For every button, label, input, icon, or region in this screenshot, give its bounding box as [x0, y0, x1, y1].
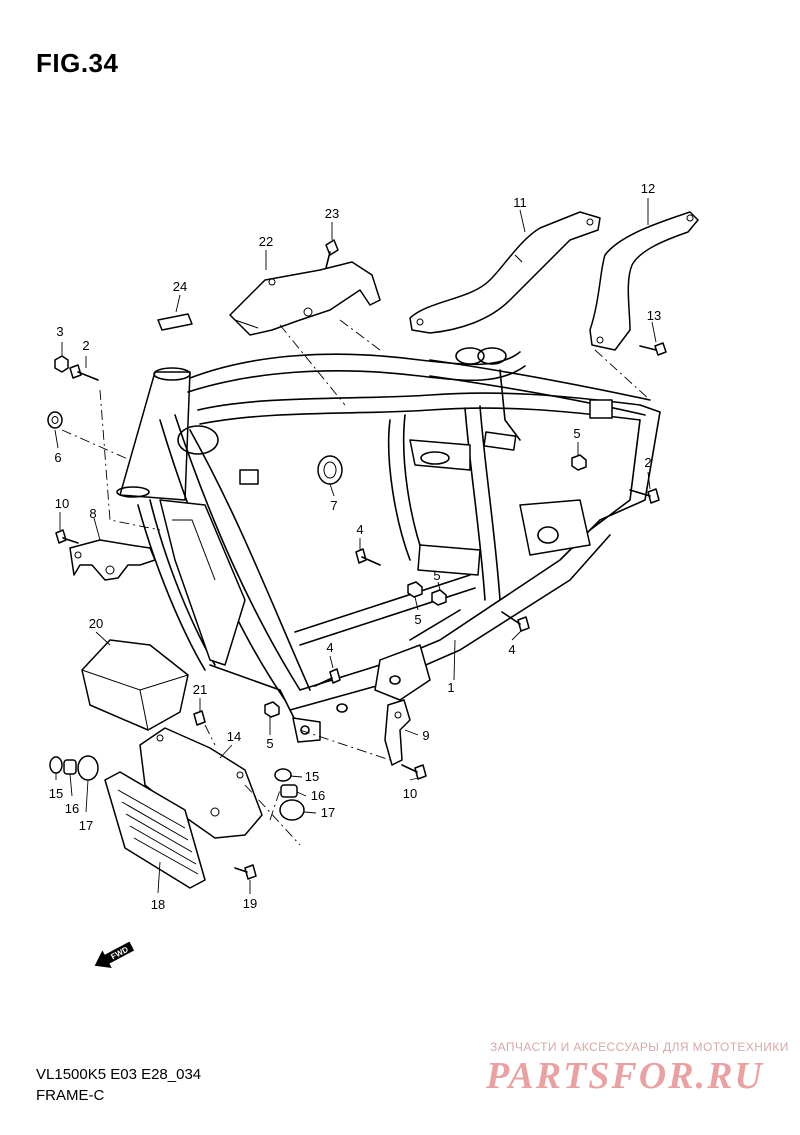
bolt-10-upper	[55, 529, 79, 544]
bracket-9	[384, 699, 411, 766]
callout-20: 20	[89, 616, 103, 631]
callout-9: 9	[422, 728, 429, 743]
bolt-4-right	[501, 611, 530, 632]
model-code: VL1500K5 E03 E28_034	[36, 1066, 202, 1083]
bolt-2-left	[69, 364, 99, 381]
callout-15-right: 15	[305, 769, 319, 784]
callout-1: 1	[447, 680, 454, 695]
bracket-8	[69, 539, 156, 581]
callout-21: 21	[193, 682, 207, 697]
nut-5-left	[407, 581, 423, 598]
callout-7: 7	[330, 498, 337, 513]
callout-22: 22	[259, 234, 273, 249]
bolt-4-center	[355, 548, 381, 566]
callout-11: 11	[513, 195, 527, 210]
callout-5: 5	[573, 426, 580, 441]
section-name: FRAME-C	[36, 1087, 105, 1104]
callout-13: 13	[647, 308, 661, 323]
leader-lines	[54, 198, 657, 894]
callout-5-mid: 5	[433, 568, 440, 583]
mount-set-left	[49, 755, 99, 781]
callout-2: 2	[82, 338, 89, 353]
figure-title: FIG.34	[36, 48, 119, 78]
bolt-10-lower	[401, 764, 427, 780]
callout-10: 10	[55, 496, 69, 511]
callout-23: 23	[325, 206, 339, 221]
main-frame	[116, 347, 661, 743]
bolt-13	[639, 342, 667, 356]
callout-3: 3	[56, 324, 63, 339]
callout-5-lower: 5	[266, 736, 273, 751]
mount-set-right	[274, 768, 305, 821]
washer-6	[47, 411, 63, 429]
bolt-4-lower	[314, 668, 341, 687]
bolt-2-right	[629, 488, 660, 504]
fwd-arrow-icon: FWD	[94, 941, 135, 969]
grommet-7	[317, 455, 343, 485]
callout-16: 16	[65, 801, 79, 816]
callout-8: 8	[89, 506, 96, 521]
callout-24: 24	[173, 279, 187, 294]
callout-12: 12	[641, 181, 655, 196]
callout-4-right: 4	[508, 642, 515, 657]
callout-17-right: 17	[321, 805, 335, 820]
callout-14: 14	[227, 729, 241, 744]
callout-17: 17	[79, 818, 93, 833]
fender-brace-11	[409, 211, 601, 334]
bolt-19	[234, 864, 257, 880]
pad-24	[157, 313, 193, 331]
bracket-22	[229, 261, 381, 336]
watermark-logo: PARTSFOR.RU	[486, 1055, 764, 1097]
callout-4: 4	[356, 522, 363, 537]
callout-6: 6	[54, 450, 61, 465]
box-20	[81, 639, 189, 731]
callout-15: 15	[49, 786, 63, 801]
callout-18: 18	[151, 897, 165, 912]
nut-5-lower	[264, 701, 280, 718]
callout-4-lower: 4	[326, 640, 333, 655]
fender-brace-12	[589, 211, 699, 351]
callout-19: 19	[243, 896, 257, 911]
bolt-23	[325, 239, 339, 269]
callout-5-left: 5	[414, 612, 421, 627]
callout-10-lower: 10	[403, 786, 417, 801]
bolt-21	[193, 710, 206, 726]
nut-5-right	[571, 454, 587, 471]
watermark-tagline: ЗАПЧАСТИ И АКСЕССУАРЫ ДЛЯ МОТОТЕХНИКИ	[490, 1040, 789, 1054]
callout-16-right: 16	[311, 788, 325, 803]
grille-18	[104, 771, 206, 889]
callout-2-right: 2	[644, 455, 651, 470]
nut-5-mid	[431, 589, 447, 606]
callout-labels: 1 2 3 4 5 6 7 8 9 10 11 12 13 14 15 16 1…	[49, 181, 661, 912]
nut-3	[54, 355, 69, 373]
